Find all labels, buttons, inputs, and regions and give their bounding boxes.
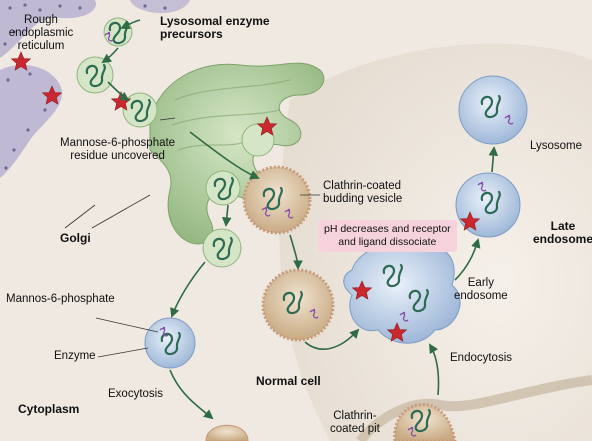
label-clathrin-coated-pit: Clathrin- coated pit [330, 410, 380, 436]
label-cytoplasm: Cytoplasm [18, 402, 80, 416]
lysosome [458, 75, 528, 145]
label-m6p-uncovered-line2: residue uncovered [70, 150, 165, 162]
label-rough-er-line2: endoplasmic [8, 27, 74, 39]
label-late-endosome: Late endosome [533, 220, 592, 246]
label-exocytosis: Exocytosis [108, 388, 163, 400]
clathrin-vesicle-transport [261, 268, 335, 342]
label-lysosomal-line2: precursors [160, 27, 223, 41]
exocytosis-vesicle [205, 424, 249, 441]
label-rough-er-line3: reticulum [17, 40, 65, 52]
label-lysosomal-enzyme-precursors: Lysosomal enzyme precursors [160, 15, 270, 41]
vesicle-golgi-left [122, 92, 158, 128]
label-early-endosome: Early endosome [454, 277, 508, 303]
label-ph-box: pH decreases and receptor and ligand dis… [318, 220, 457, 252]
secretory-vesicle [144, 317, 196, 369]
label-clathrin-pit-line2: coated pit [330, 423, 380, 435]
pathway-arrows [101, 19, 499, 420]
label-lysosomal-line1: Lysosomal enzyme [160, 14, 270, 28]
label-ph-line1: pH decreases and receptor [324, 223, 451, 235]
label-clathrin-budding-line2: budding vesicle [323, 193, 403, 205]
label-rough-er-line1: Rough [24, 14, 58, 26]
label-golgi: Golgi [60, 231, 91, 245]
label-lysosome: Lysosome [530, 140, 582, 152]
label-m6p-uncovered-line1: Mannose-6-phosphate [60, 137, 176, 149]
label-normal-cell: Normal cell [256, 374, 321, 388]
vesicle-precursor-top [103, 17, 133, 47]
label-endocytosis: Endocytosis [450, 352, 513, 364]
label-late-endosome-line2: endosome [533, 232, 592, 246]
vesicle-golgi-top [76, 56, 114, 94]
label-clathrin-budding-line1: Clathrin-coated [323, 180, 401, 192]
vesicle-golgi-lower [205, 170, 241, 206]
label-late-endosome-line1: Late [550, 219, 576, 233]
label-rough-er: Rough endoplasmic reticulum [4, 14, 78, 53]
label-mannos-6-phosphate: Mannos-6-phosphate [6, 293, 115, 305]
clathrin-budding-vesicle [242, 165, 312, 235]
clathrin-coated-pit [393, 402, 457, 441]
label-early-endosome-line2: endosome [454, 290, 508, 302]
leader-lines [64, 117, 320, 358]
label-enzyme: Enzyme [54, 350, 96, 362]
label-early-endosome-line1: Early [467, 277, 494, 289]
label-clathrin-budding: Clathrin-coated budding vesicle [323, 180, 402, 206]
label-clathrin-pit-line1: Clathrin- [333, 410, 377, 422]
plasma-membrane [356, 375, 592, 441]
label-m6p-uncovered: Mannose-6-phosphate residue uncovered [60, 137, 175, 163]
label-ph-line2: and ligand dissociate [338, 236, 437, 248]
vesicle-golgi-bottom [202, 228, 242, 268]
